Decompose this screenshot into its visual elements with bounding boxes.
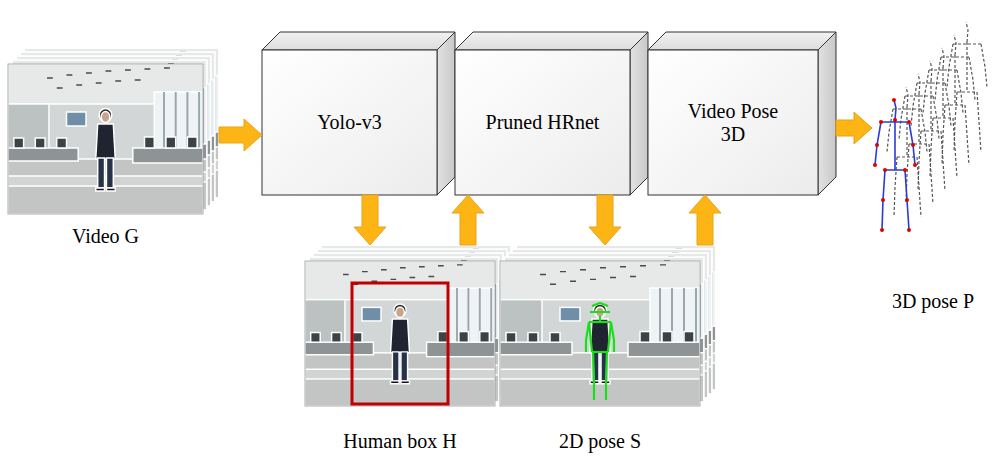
process-box: Pruned HRnet [455,32,648,195]
bounding-box [352,283,448,404]
box-face: Yolo-v3 [262,50,437,195]
block-arrow [452,195,484,245]
process-box: Yolo-v3 [262,32,455,195]
block-arrow [589,195,621,245]
box-label: Pruned HRnet [486,111,600,134]
human-box-frames [305,245,511,406]
pose-2d-frames: 2D pose S [500,245,716,406]
box-label: Yolo-v3 [317,111,382,134]
block-arrow [354,195,386,245]
video-frames [8,48,219,214]
pose-3d-output: 3D pose P [872,18,994,234]
pose-3d-sequence [873,22,987,232]
box-label: Video Pose 3D [677,100,789,146]
box-face: Pruned HRnet [455,50,630,195]
caption-holder: Human box H [305,430,495,453]
process-cubes [262,32,836,195]
pose-skeleton [586,303,614,400]
image-caption: Human box H [343,430,456,453]
image-caption: Video G [72,225,139,248]
block-arrow [219,119,262,151]
caption-holder: Video G [8,225,203,248]
process-box: Video Pose 3D [648,32,836,195]
box-face: Video Pose 3D [648,50,818,195]
image-caption: 2D pose S [559,430,641,453]
human-box-frames: Human box H [305,245,511,406]
block-arrow [689,195,721,245]
input-video: Video G [8,48,219,214]
caption-holder: 2D pose S [500,430,700,453]
caption-holder: 3D pose P [872,290,994,313]
pose-2d-frames [500,245,716,406]
image-caption: 3D pose P [892,290,974,313]
block-arrow [836,112,872,144]
